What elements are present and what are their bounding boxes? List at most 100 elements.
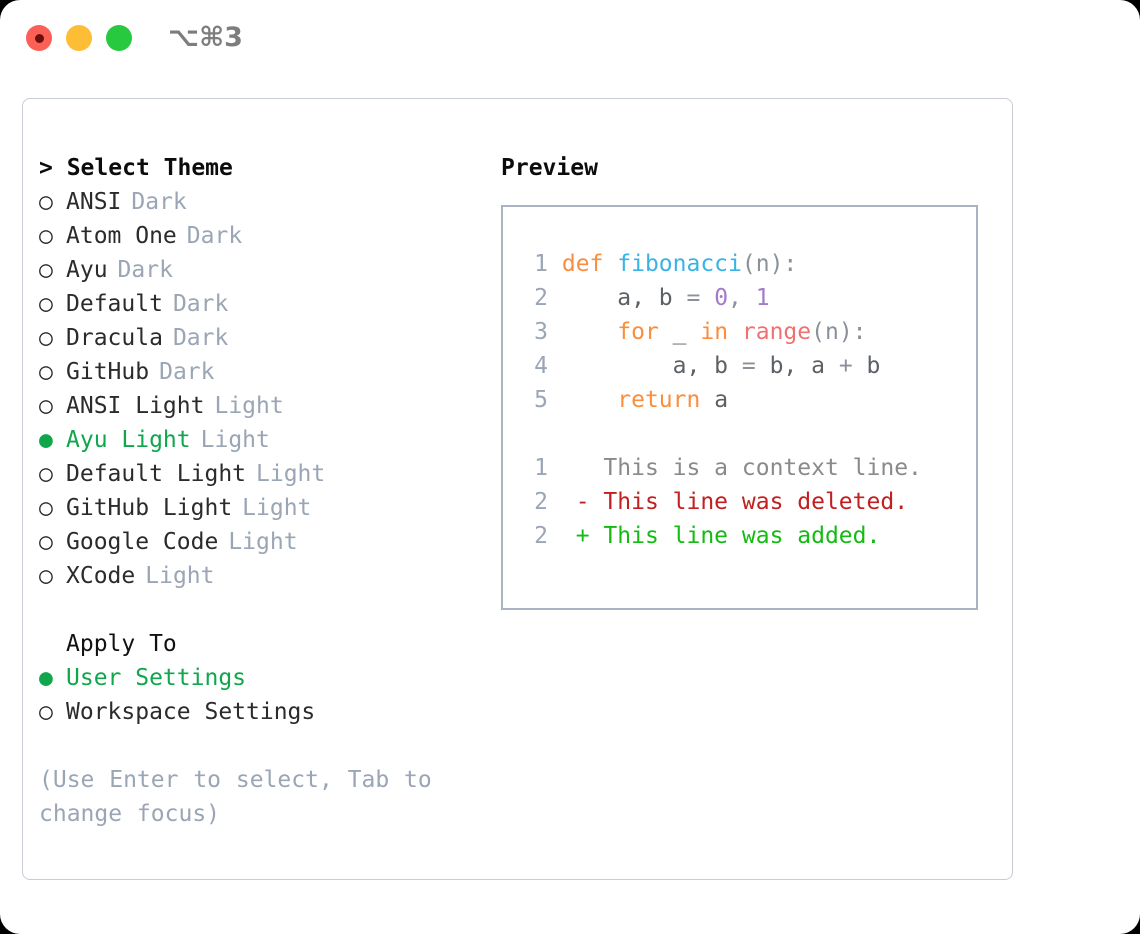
diff-line-number: 1	[534, 455, 548, 481]
radio-unselected-icon: ○	[39, 393, 67, 419]
theme-variant-tag: Dark	[117, 257, 173, 283]
theme-option-ayu-light[interactable]: ● Ayu Light Light	[39, 423, 479, 457]
theme-option-label: GitHub	[66, 359, 150, 385]
theme-variant-tag: Light	[256, 461, 326, 487]
theme-variant-tag: Light	[214, 393, 284, 419]
theme-variant-tag: Dark	[172, 325, 229, 351]
theme-variant-tag: Dark	[159, 359, 215, 385]
apply-to-header: Apply To	[66, 631, 177, 657]
theme-option-label: Default Light	[66, 461, 247, 487]
theme-option-dracula[interactable]: ○ Dracula Dark	[39, 321, 479, 355]
theme-option-default-light[interactable]: ○ Default Light Light	[39, 457, 479, 491]
theme-variant-tag: Dark	[172, 291, 229, 317]
diff-marker-icon	[576, 455, 604, 481]
code-line-number: 5	[534, 387, 548, 413]
help-hint-text: (Use Enter to select, Tab to change focu…	[39, 767, 432, 827]
theme-variant-tag: Dark	[186, 223, 243, 249]
code-line-number: 2	[534, 285, 548, 311]
theme-option-label: Dracula	[66, 325, 163, 351]
maximize-window-button[interactable]	[106, 25, 132, 51]
theme-option-xcode[interactable]: ○ XCode Light	[39, 559, 479, 593]
apply-to-option-label: User Settings	[66, 665, 247, 691]
code-token-pun: +	[838, 353, 867, 379]
radio-unselected-icon: ○	[39, 291, 67, 317]
apply-to-option-label: Workspace Settings	[66, 699, 316, 725]
code-token-kw: in	[700, 319, 742, 345]
diff-line-text: This is a context line.	[603, 455, 922, 481]
radio-unselected-icon: ○	[39, 563, 67, 589]
code-token-var: a, b	[561, 285, 687, 311]
radio-unselected-icon: ○	[39, 189, 67, 215]
code-line-number: 1	[534, 251, 548, 277]
code-token-kw: def	[561, 251, 618, 277]
diff-marker-icon: -	[575, 489, 604, 515]
theme-variant-tag: Dark	[131, 189, 187, 215]
code-token-bi: range	[741, 319, 812, 345]
code-token-var: a, b	[561, 353, 742, 379]
code-line-number: 3	[534, 319, 548, 345]
radio-unselected-icon: ○	[39, 359, 67, 385]
code-token-pun: =	[741, 353, 770, 379]
code-token-num: 1	[755, 285, 770, 311]
theme-variant-tag: Light	[200, 427, 270, 453]
theme-option-default[interactable]: ○ Default Dark	[39, 287, 479, 321]
code-line: 4 a, b = b, a + b	[519, 349, 922, 383]
code-token-var: b	[866, 353, 881, 379]
code-token-pun: ,	[728, 285, 756, 311]
code-line: 3 for _ in range(n):	[519, 315, 922, 349]
radio-selected-icon: ●	[39, 427, 67, 453]
theme-variant-tag: Light	[242, 495, 312, 521]
code-token-var: a	[714, 387, 729, 413]
theme-variant-tag: Light	[145, 563, 215, 589]
diff-line-text: This line was deleted.	[603, 489, 909, 515]
theme-option-label: Atom One	[66, 223, 177, 249]
code-token-var: b, a	[769, 353, 839, 379]
diff-line-ctx: 1 This is a context line.	[519, 451, 922, 485]
theme-option-ansi-light[interactable]: ○ ANSI Light Light	[39, 389, 479, 423]
code-token-kw: return	[617, 387, 715, 413]
code-line: 1 def fibonacci(n):	[519, 247, 922, 281]
diff-line-add: 2 + This line was added.	[519, 519, 922, 553]
code-token-kw: for	[617, 319, 673, 345]
preview-column: Preview 1 def fibonacci(n):2 a, b = 0, 1…	[501, 151, 1001, 610]
preview-header: Preview	[501, 155, 598, 181]
theme-option-label: Default	[66, 291, 163, 317]
radio-unselected-icon: ○	[39, 529, 67, 555]
select-theme-header-label: Select Theme	[66, 155, 233, 181]
code-token-pun: (n):	[741, 251, 798, 277]
theme-option-ayu[interactable]: ○ Ayu Dark	[39, 253, 479, 287]
code-token-fn: fibonacci	[617, 251, 742, 277]
minimize-window-button[interactable]	[66, 25, 92, 51]
theme-option-label: XCode	[66, 563, 136, 589]
code-line-number: 4	[534, 353, 548, 379]
apply-to-option-user-settings[interactable]: ● User Settings	[39, 661, 479, 695]
radio-unselected-icon: ○	[39, 325, 67, 351]
theme-option-label: Google Code	[66, 529, 219, 555]
theme-option-google-code[interactable]: ○ Google Code Light	[39, 525, 479, 559]
radio-unselected-icon: ○	[39, 223, 67, 249]
theme-option-github[interactable]: ○ GitHub Dark	[39, 355, 479, 389]
theme-option-label: Ayu	[66, 257, 108, 283]
theme-option-atom-one[interactable]: ○ Atom One Dark	[39, 219, 479, 253]
diff-line-del: 2 - This line was deleted.	[519, 485, 922, 519]
apply-to-option-workspace-settings[interactable]: ○ Workspace Settings	[39, 695, 479, 729]
radio-unselected-icon: ○	[39, 699, 67, 725]
caret-prompt-icon: >	[39, 155, 67, 181]
diff-line-number: 2	[534, 489, 548, 515]
code-line: 5 return a	[519, 383, 922, 417]
theme-option-label: ANSI Light	[66, 393, 205, 419]
radio-unselected-icon: ○	[39, 495, 67, 521]
close-window-button[interactable]	[26, 25, 52, 51]
radio-unselected-icon: ○	[39, 257, 67, 283]
radio-unselected-icon: ○	[39, 461, 67, 487]
theme-variant-tag: Light	[228, 529, 298, 555]
diff-marker-icon: +	[575, 523, 604, 549]
theme-option-label: Ayu Light	[66, 427, 191, 453]
